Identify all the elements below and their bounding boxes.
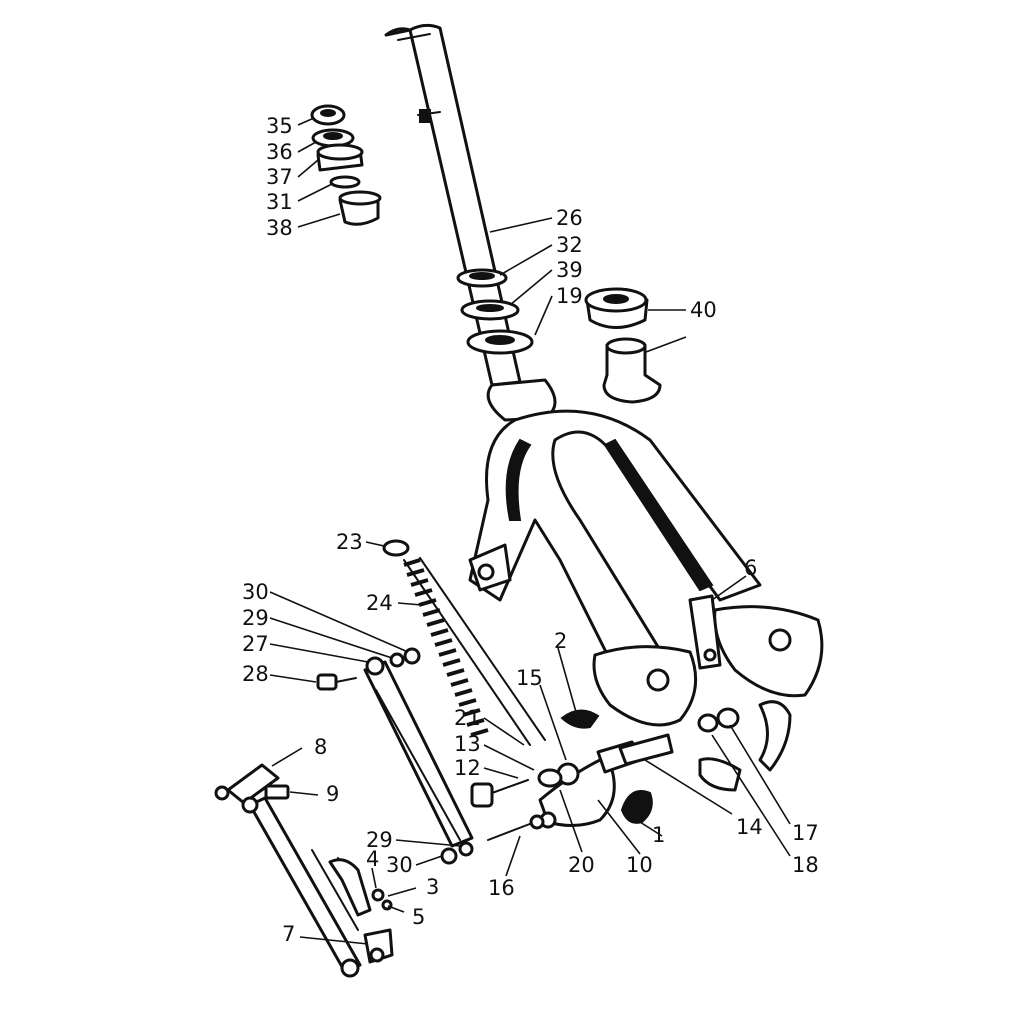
callout-14: 18 (792, 853, 819, 877)
callout-labels: 35 36 37 31 38 26 32 39 19 40 6 23 24 30… (242, 114, 819, 946)
callout-15: 13 (454, 732, 481, 756)
damper-body (363, 656, 474, 848)
stem-washer-32 (456, 268, 508, 288)
callout-32: 32 (556, 233, 583, 257)
washer-29-top (389, 652, 405, 668)
callout-36: 37 (266, 165, 293, 189)
callout-8: 8 (314, 735, 327, 759)
callout-34: 35 (266, 114, 293, 138)
washer-29-bottom (458, 841, 474, 857)
cup-40 (602, 337, 662, 404)
callout-10: 10 (626, 853, 653, 877)
bearing-nut-34 (310, 104, 346, 126)
bearing-cone-37 (338, 190, 382, 226)
callout-27: 27 (242, 632, 269, 656)
nut-30-top (403, 647, 421, 665)
rocker-body (537, 733, 674, 829)
bearing-39 (584, 287, 649, 329)
callout-23: 23 (336, 530, 363, 554)
stem-washer-19 (466, 329, 534, 355)
spring-24 (403, 557, 546, 746)
clip-9 (264, 784, 290, 800)
callout-29-top: 29 (242, 606, 269, 630)
callout-30-top: 30 (242, 580, 269, 604)
callout-31: 31 (266, 190, 293, 214)
callout-5: 5 (412, 905, 425, 929)
spring-cap-23 (382, 539, 410, 557)
callout-9: 9 (326, 782, 339, 806)
link-8 (214, 763, 280, 805)
callout-24: 24 (366, 591, 393, 615)
cap-1 (620, 790, 653, 824)
callout-38: 39 (556, 258, 583, 282)
nut-30-bottom (440, 847, 458, 865)
callout-28: 28 (242, 662, 269, 686)
callout-7: 7 (282, 922, 295, 946)
callout-12: 12 (454, 756, 481, 780)
stem-washer-38 (460, 299, 520, 321)
callout-16: 14 (736, 815, 763, 839)
callout-19: 19 (556, 284, 583, 308)
callout-21: 21 (454, 706, 481, 730)
callout-37: 38 (266, 216, 293, 240)
callout-3: 3 (426, 875, 439, 899)
callout-29-bottom: 29 (366, 828, 393, 852)
callout-39: 40 (690, 298, 717, 322)
bolt-12 (470, 779, 529, 808)
washers-13-14 (697, 707, 740, 733)
callout-26: 26 (556, 206, 583, 230)
callout-1: 1 (652, 823, 665, 847)
callout-6: 6 (744, 556, 757, 580)
bearing-cup-35 (311, 128, 355, 148)
fork-frame (468, 378, 824, 792)
callout-4: 4 (366, 847, 379, 871)
callout-30-bottom: 30 (386, 853, 413, 877)
cap-2 (560, 709, 600, 729)
screw-18 (487, 814, 545, 841)
callout-17: 15 (516, 666, 543, 690)
callout-13: 17 (792, 821, 819, 845)
arm-3-4-5 (311, 849, 393, 931)
bracket-7b (363, 928, 394, 964)
bearing-race-36 (316, 143, 364, 172)
callout-20: 20 (568, 853, 595, 877)
callout-35: 36 (266, 140, 293, 164)
leader-lines (269, 117, 791, 945)
bolt-28 (316, 673, 357, 691)
callout-18: 16 (488, 876, 515, 900)
callout-2: 2 (554, 629, 567, 653)
bearing-ring-31 (329, 175, 361, 189)
rod-7 (241, 796, 362, 978)
